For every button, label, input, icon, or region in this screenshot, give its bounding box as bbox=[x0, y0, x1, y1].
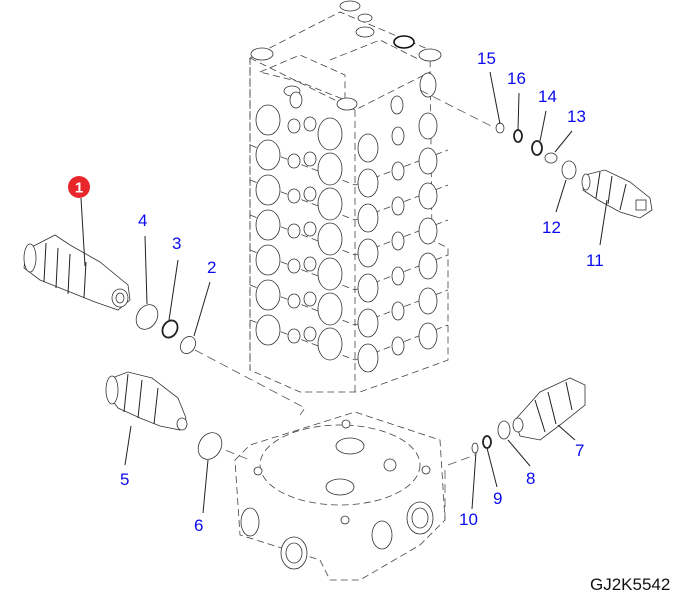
callout-5[interactable]: 5 bbox=[120, 470, 129, 489]
port-hole bbox=[287, 118, 301, 134]
port-hole bbox=[418, 112, 438, 140]
valve-block-stack bbox=[249, 0, 449, 393]
callout-15[interactable]: 15 bbox=[477, 49, 496, 68]
port-hole bbox=[418, 217, 438, 245]
port-hole bbox=[303, 116, 317, 132]
callout-13[interactable]: 13 bbox=[567, 107, 586, 126]
port-hole bbox=[255, 244, 281, 276]
port-hole bbox=[357, 238, 379, 268]
callout-11[interactable]: 11 bbox=[586, 251, 604, 270]
port-hole bbox=[418, 287, 438, 315]
port-hole bbox=[255, 174, 281, 206]
part-5-cartridge bbox=[105, 371, 188, 431]
leader-lines bbox=[80, 71, 608, 514]
callout-1[interactable]: 1 bbox=[68, 176, 90, 198]
port-hole bbox=[303, 326, 317, 342]
callout-2[interactable]: 2 bbox=[207, 258, 216, 277]
port-hole bbox=[391, 301, 405, 321]
callout-7[interactable]: 7 bbox=[575, 441, 584, 460]
left-face-ports bbox=[255, 104, 343, 361]
port-hole bbox=[391, 196, 405, 216]
port-hole bbox=[317, 327, 343, 361]
callout-14[interactable]: 14 bbox=[538, 87, 557, 106]
port-hole bbox=[391, 161, 405, 181]
port-hole bbox=[303, 186, 317, 202]
callout-6[interactable]: 6 bbox=[194, 516, 203, 535]
port-hole bbox=[317, 257, 343, 291]
section-dividers bbox=[249, 144, 449, 361]
port-hole bbox=[418, 252, 438, 280]
port-hole bbox=[287, 328, 301, 344]
callout-9[interactable]: 9 bbox=[493, 489, 502, 508]
callout-labels: 2 3 4 5 6 7 8 9 10 11 12 13 14 15 16 bbox=[120, 49, 604, 535]
port-hole bbox=[303, 221, 317, 237]
part-1-cartridge bbox=[23, 234, 131, 311]
port-hole bbox=[287, 223, 301, 239]
port-hole bbox=[255, 139, 281, 171]
port-hole bbox=[418, 182, 438, 210]
port-hole bbox=[391, 266, 405, 286]
port-hole bbox=[317, 152, 343, 186]
right-face-ports bbox=[357, 112, 438, 373]
port-hole bbox=[391, 231, 405, 251]
port-hole bbox=[357, 133, 379, 163]
port-hole bbox=[357, 343, 379, 373]
port-hole bbox=[357, 273, 379, 303]
callout-16[interactable]: 16 bbox=[507, 69, 526, 88]
callout-8[interactable]: 8 bbox=[526, 469, 535, 488]
port-hole bbox=[303, 291, 317, 307]
port-hole bbox=[287, 188, 301, 204]
port-hole bbox=[287, 258, 301, 274]
port-hole bbox=[357, 203, 379, 233]
port-hole bbox=[391, 126, 405, 146]
highlight-badge bbox=[68, 176, 90, 198]
top-bosses bbox=[250, 0, 442, 115]
port-hole bbox=[287, 293, 301, 309]
seal-rings bbox=[135, 122, 577, 460]
part-7-cartridge bbox=[512, 377, 586, 441]
callout-10[interactable]: 10 bbox=[459, 510, 478, 529]
port-hole bbox=[255, 279, 281, 311]
port-hole bbox=[255, 314, 281, 346]
port-hole bbox=[317, 187, 343, 221]
callout-3[interactable]: 3 bbox=[172, 234, 181, 253]
port-hole bbox=[418, 147, 438, 175]
port-hole bbox=[357, 308, 379, 338]
port-hole bbox=[317, 222, 343, 256]
callout-12[interactable]: 12 bbox=[542, 218, 561, 237]
port-hole bbox=[357, 168, 379, 198]
callout-4[interactable]: 4 bbox=[138, 211, 147, 230]
port-hole bbox=[287, 153, 301, 169]
part-11-relief-valve bbox=[581, 169, 653, 219]
port-hole bbox=[303, 151, 317, 167]
drawing-code: GJ2K5542 bbox=[590, 575, 670, 594]
port-hole bbox=[255, 104, 281, 136]
port-hole bbox=[391, 336, 405, 356]
port-hole bbox=[317, 117, 343, 151]
port-hole bbox=[317, 292, 343, 326]
port-hole bbox=[418, 322, 438, 350]
port-hole bbox=[255, 209, 281, 241]
callout-label: 1 bbox=[75, 180, 83, 197]
port-hole bbox=[303, 256, 317, 272]
end-housing bbox=[234, 411, 446, 581]
